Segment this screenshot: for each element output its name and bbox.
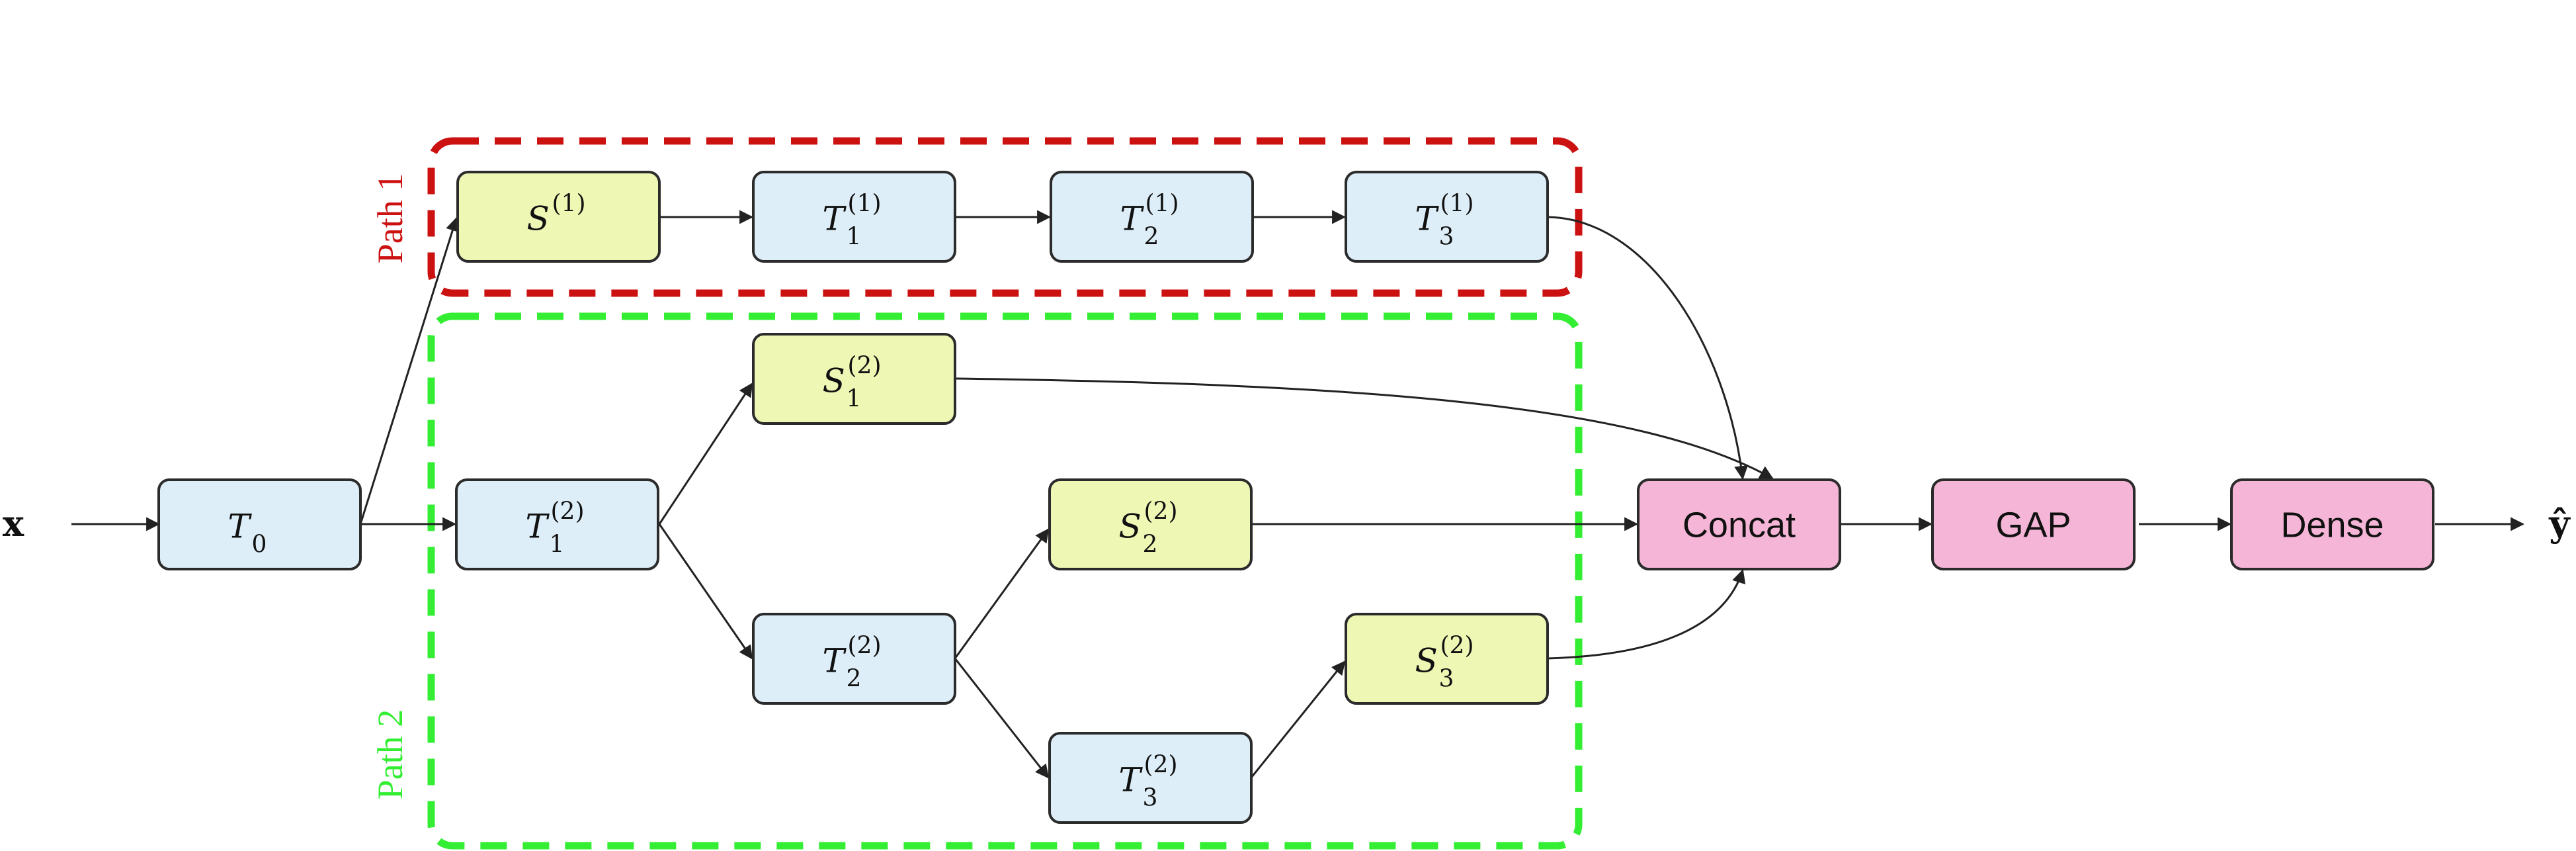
node-label: GAP	[1995, 506, 2071, 545]
node-subscript: 1	[847, 386, 862, 413]
node-superscript: (2)	[1144, 498, 1178, 525]
node-subscript: 3	[1143, 785, 1158, 812]
output-label: ŷ	[2548, 502, 2571, 545]
node-box	[752, 171, 956, 263]
edge-t1-2-t2-2	[658, 523, 753, 660]
edges	[71, 210, 2525, 779]
node-superscript: (1)	[1440, 191, 1474, 218]
edge-t2-2-t3-2	[954, 658, 1050, 779]
node-superscript: (2)	[848, 353, 882, 380]
node-box	[1048, 732, 1253, 824]
edge-t3-1-concat	[1547, 216, 1749, 480]
edge-t1-2-s1-2	[658, 382, 753, 525]
node-subscript: 1	[550, 531, 565, 559]
node-letter: T	[1415, 200, 1440, 238]
path1-label: Path 1	[370, 173, 410, 264]
node-subscript: 2	[847, 666, 862, 693]
node-letter: S	[527, 200, 550, 238]
node-concat: Concat	[1637, 478, 1841, 570]
node-box	[2230, 478, 2434, 570]
input-label: x	[3, 502, 24, 545]
node-box	[455, 478, 659, 570]
node-box	[456, 171, 661, 263]
node-letter: S	[1119, 508, 1142, 546]
path2-group-box	[427, 312, 1583, 850]
node-superscript: (1)	[848, 191, 882, 218]
node-superscript: (1)	[552, 191, 586, 218]
node-superscript: (2)	[848, 633, 882, 660]
node-box	[157, 478, 362, 570]
node-superscript: (2)	[1440, 633, 1474, 660]
edge-s1-2-concat	[954, 377, 1774, 480]
node-superscript: (2)	[551, 498, 585, 525]
path2-label: Path 2	[370, 709, 410, 800]
node-letter: T	[1120, 200, 1145, 238]
node-letter: S	[1415, 642, 1438, 680]
node-subscript: 2	[1143, 531, 1158, 559]
node-superscript: (1)	[1145, 191, 1179, 218]
node-subscript: 3	[1439, 666, 1454, 693]
edge-t2-2-s2-2	[954, 528, 1050, 659]
node-subscript: 3	[1439, 224, 1454, 251]
node-subscript: 0	[252, 531, 267, 559]
edge-t0-s1	[359, 216, 460, 525]
edge-s3-2-concat	[1547, 569, 1746, 660]
node-dense: Dense	[2230, 478, 2434, 570]
node-letter: T	[228, 508, 253, 546]
node-letter: T	[1119, 761, 1143, 799]
node-box	[1345, 613, 1549, 705]
node-s1: S(1)	[456, 171, 661, 263]
node-box	[1050, 171, 1254, 263]
node-box	[752, 333, 956, 425]
node-letter: S	[823, 362, 845, 400]
node-label: Dense	[2280, 506, 2384, 545]
path1-group-box	[427, 137, 1583, 297]
node-box	[1931, 478, 2136, 570]
node-box	[1637, 478, 1841, 570]
node-subscript: 1	[847, 224, 862, 251]
edge-t3-2-s3-2	[1250, 660, 1346, 778]
node-box	[1345, 171, 1549, 263]
node-box	[1048, 478, 1253, 570]
node-label: Concat	[1683, 506, 1796, 545]
node-gap: GAP	[1931, 478, 2136, 570]
node-subscript: 2	[1144, 224, 1159, 251]
node-superscript: (2)	[1144, 752, 1178, 779]
node-letter: T	[823, 200, 847, 238]
node-letter: T	[823, 642, 847, 680]
node-letter: T	[526, 508, 550, 546]
node-box	[752, 613, 956, 705]
